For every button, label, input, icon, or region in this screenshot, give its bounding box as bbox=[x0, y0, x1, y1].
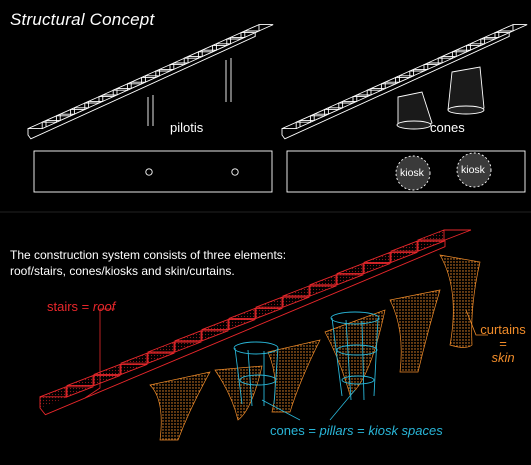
cones-label: cones bbox=[430, 120, 465, 135]
kiosk-label-2: kiosk bbox=[461, 164, 485, 176]
cones-kiosk-spaces: kiosk spaces bbox=[368, 423, 443, 438]
stairs-leader bbox=[84, 308, 115, 399]
cones-stair-edge bbox=[281, 24, 528, 130]
cones-leader-1 bbox=[261, 399, 301, 421]
pilotis-stair-edge bbox=[27, 24, 274, 130]
cones-word: cones bbox=[270, 423, 305, 438]
cones-stair-profile bbox=[281, 32, 510, 140]
stairs-equals: = bbox=[78, 299, 93, 314]
stairs-word: stairs bbox=[47, 299, 79, 314]
page-title: Structural Concept bbox=[10, 10, 155, 29]
pilotis-staircase bbox=[27, 24, 274, 140]
cone-cages bbox=[233, 311, 380, 407]
cone-1 bbox=[396, 91, 433, 130]
curtain-4 bbox=[324, 309, 386, 396]
kiosk-circle-1 bbox=[395, 155, 431, 191]
red-stair-roof bbox=[39, 229, 472, 416]
curtains-equals: = bbox=[499, 336, 507, 351]
cones-staircase bbox=[281, 24, 528, 140]
cone-cage-2 bbox=[330, 311, 380, 401]
cones-equals-1: = bbox=[304, 423, 320, 438]
curtain-6 bbox=[439, 254, 481, 348]
cone-2 bbox=[447, 66, 485, 115]
curtains-meaning: skin bbox=[491, 350, 515, 365]
pilotis-stair-profile bbox=[27, 32, 256, 140]
stairs-annotation: stairs = roof bbox=[47, 300, 115, 313]
curtain-5 bbox=[389, 289, 441, 373]
stairs-meaning: roof bbox=[92, 299, 116, 314]
description: The construction system consists of thre… bbox=[10, 247, 310, 279]
curtains-annotation: curtains = skin bbox=[475, 323, 531, 365]
cones-plan bbox=[286, 150, 526, 193]
piloti-plan-dot-2 bbox=[231, 168, 239, 176]
cones-equals-2: = bbox=[353, 423, 369, 438]
roof-stair-risers bbox=[40, 230, 444, 408]
cones-leader-2 bbox=[329, 389, 356, 421]
cone-cage-1 bbox=[233, 341, 279, 407]
description-line-2: roof/stairs, cones/kiosks and skin/curta… bbox=[10, 264, 235, 278]
curtain-1 bbox=[149, 371, 211, 441]
kiosk-circle-2 bbox=[456, 152, 492, 188]
piloti-plan-dot-1 bbox=[145, 168, 153, 176]
curtains-leader bbox=[465, 309, 488, 336]
leader-lines bbox=[84, 308, 488, 421]
cones-pillars: pillars bbox=[319, 423, 354, 438]
pilotis-plan bbox=[33, 150, 273, 193]
cones-annotation: cones = pillars = kiosk spaces bbox=[270, 424, 443, 437]
pilotis-label: pilotis bbox=[170, 120, 204, 135]
curtain-3 bbox=[267, 339, 321, 413]
curtains-word: curtains bbox=[480, 322, 526, 337]
kiosk-label-1: kiosk bbox=[400, 167, 424, 179]
description-line-1: The construction system consists of thre… bbox=[10, 248, 287, 262]
